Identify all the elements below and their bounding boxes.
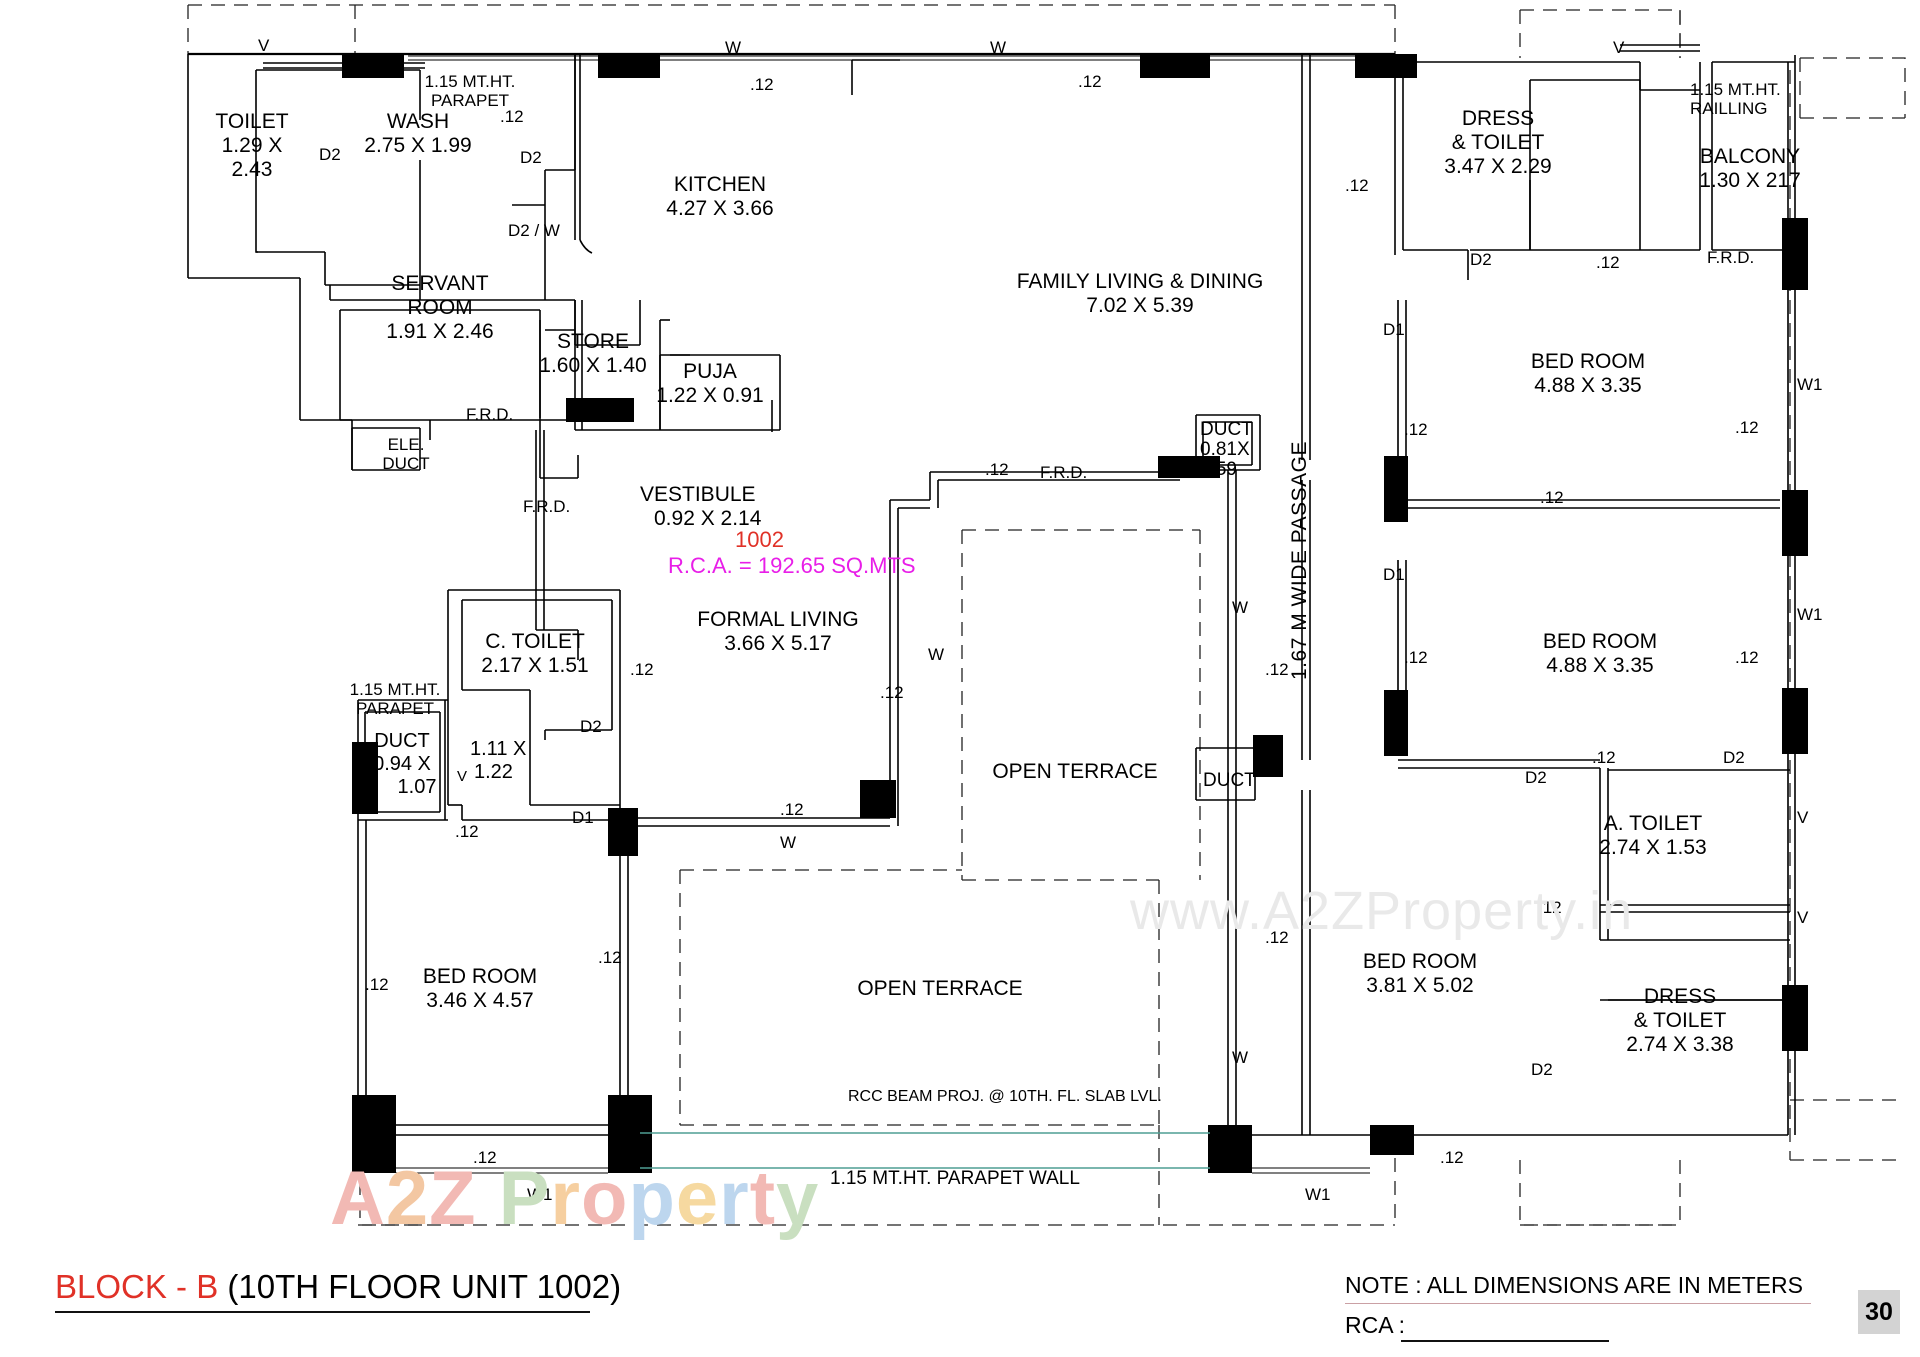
room-label-bedroom-3: BED ROOM 3.81 X 5.02 (1362, 950, 1478, 997)
room-label-bedroom-1: BED ROOM 4.88 X 3.35 (1530, 350, 1646, 397)
watermark-url: www.A2ZProperty.in (1130, 881, 1634, 941)
marker-dim-h: .12 (1540, 488, 1564, 507)
marker-d2-f: D2 (580, 717, 602, 736)
marker-dim-r: .12 (455, 822, 479, 841)
marker-v-d: V (1797, 908, 1809, 927)
marker-d1-c: D1 (1253, 735, 1275, 754)
room-label-store: STORE 1.60 X 1.40 (539, 330, 647, 377)
marker-v-duct: V (457, 768, 468, 785)
marker-frd-d: F.R.D. (523, 497, 571, 516)
marker-d1-a: D1 (1383, 320, 1405, 339)
marker-dim-i: .12 (1404, 648, 1428, 667)
marker-dim-u: .12 (365, 975, 389, 994)
label-wide-passage: 1.67 M WIDE PASSAGE (1288, 440, 1311, 680)
marker-v-toilet: V (258, 36, 270, 55)
page-number-badge: 30 (1858, 1290, 1900, 1334)
room-label-toilet: TOILET 1.29 X 2.43 (215, 110, 289, 181)
room-label-duct-mid: DUCT (1203, 770, 1256, 791)
title-block: BLOCK - B (10TH FLOOR UNIT 1002) (55, 1268, 622, 1305)
marker-d2-c: D2 (1470, 250, 1492, 269)
marker-d2w: D2 / W (508, 221, 560, 240)
marker-dim-l: .12 (1538, 898, 1562, 917)
marker-dim-t: .12 (598, 948, 622, 967)
room-label-a-toilet: A. TOILET 2.74 X 1.53 (1599, 812, 1707, 859)
marker-d2-g: D2 (1525, 768, 1547, 787)
room-label-duct-left: DUCT 0.94 X 1.07 (373, 730, 437, 798)
label-open-terrace-1: OPEN TERRACE (992, 760, 1158, 783)
marker-dim-e: .12 (1596, 253, 1620, 272)
marker-w-c: W (1232, 598, 1249, 617)
marker-d1-d: D1 (572, 808, 594, 827)
marker-v-c: V (1797, 808, 1809, 827)
unit-number-callout: 1002 (735, 527, 784, 552)
room-label-vestibule: VESTIBULE 0.92 X 2.14 (640, 483, 762, 530)
marker-frd-a: F.R.D. (1707, 248, 1755, 267)
marker-dim-s: .12 (780, 800, 804, 819)
note-parapet-top: 1.15 MT.HT. PARAPET (424, 72, 516, 111)
room-label-puja: PUJA 1.22 X 0.91 (656, 360, 764, 407)
marker-w-e: W (928, 645, 945, 664)
marker-w1-c: W1 (527, 1185, 553, 1204)
marker-v-balcony: V (1613, 38, 1625, 57)
marker-w-a: W (725, 38, 742, 57)
note-underline (1345, 1303, 1811, 1304)
marker-w-b: W (990, 38, 1007, 57)
marker-dim-g: .12 (1735, 418, 1759, 437)
marker-dim-n: .12 (1265, 660, 1289, 679)
duct-left-sub-dimension: 1.11 X 1.22 (470, 738, 527, 783)
room-label-ele-duct: ELE. DUCT (382, 435, 430, 474)
title-underline (55, 1311, 590, 1313)
marker-d1-b: D1 (1383, 565, 1405, 584)
room-label-servant-room: SERVANT ROOM 1.91 X 2.46 (386, 272, 494, 343)
room-label-bedroom-2: BED ROOM 4.88 X 3.35 (1542, 630, 1658, 677)
note-parapet-left: 1.15 MT.HT. PARAPET (349, 680, 441, 719)
marker-d2-b: D2 (520, 148, 542, 167)
marker-dim-a: .12 (500, 107, 524, 126)
marker-frd-b: F.R.D. (1040, 463, 1088, 482)
marker-w1-d: W1 (1305, 1185, 1331, 1204)
watermark-brand: A2Z Property (330, 1156, 820, 1241)
room-label-dress-toilet-bottom: DRESS & TOILET 2.74 X 3.38 (1626, 985, 1734, 1056)
marker-dim-w: .12 (1440, 1148, 1464, 1167)
marker-dim-k: .12 (1592, 748, 1616, 767)
marker-dim-m: .12 (1265, 928, 1289, 947)
room-label-wash: WASH 2.75 X 1.99 (364, 110, 472, 157)
marker-d2-a: D2 (319, 145, 341, 164)
marker-dim-d: .12 (1345, 176, 1369, 195)
unit-rca-callout: R.C.A. = 192.65 SQ.MTS (668, 553, 916, 578)
marker-dim-f: .12 (1404, 420, 1428, 439)
marker-dim-q: .12 (630, 660, 654, 679)
marker-w-f: W (780, 833, 797, 852)
marker-dim-o: .12 (880, 683, 904, 702)
room-label-formal-living: FORMAL LIVING 3.66 X 5.17 (697, 608, 859, 655)
marker-d2-d: D2 (1723, 748, 1745, 767)
marker-w-d: W (1232, 1048, 1249, 1067)
room-label-bedroom-4: BED ROOM 3.46 X 4.57 (422, 965, 538, 1012)
marker-d2-e: D2 (1531, 1060, 1553, 1079)
marker-dim-c: .12 (1078, 72, 1102, 91)
rca-blank-line (1401, 1340, 1609, 1342)
room-label-kitchen: KITCHEN 4.27 X 3.66 (666, 173, 774, 220)
note-rcc-beam: RCC BEAM PROJ. @ 10TH. FL. SLAB LVL. (848, 1088, 1162, 1105)
room-label-balcony: BALCONY 1.30 X 217 (1699, 145, 1801, 192)
marker-w1-a: W1 (1797, 375, 1823, 394)
marker-dim-j: .12 (1735, 648, 1759, 667)
rca-field-label: RCA : (1345, 1312, 1406, 1338)
marker-dim-p: .12 (985, 460, 1009, 479)
marker-dim-b: .12 (750, 75, 774, 94)
label-open-terrace-2: OPEN TERRACE (857, 977, 1023, 1000)
note-dimensions: NOTE : ALL DIMENSIONS ARE IN METERS (1345, 1272, 1803, 1298)
room-label-c-toilet: C. TOILET 2.17 X 1.51 (481, 630, 589, 677)
note-parapet-wall: 1.15 MT.HT. PARAPET WALL (830, 1168, 1080, 1189)
note-railling: 1.15 MT.HT. RAILLING (1690, 80, 1781, 119)
marker-w1-b: W1 (1797, 605, 1823, 624)
room-label-dress-toilet-top: DRESS & TOILET 3.47 X 2.29 (1444, 107, 1552, 178)
room-label-duct-top: DUCT 0.81X 0.59 (1200, 419, 1253, 480)
marker-dim-v: .12 (473, 1148, 497, 1167)
room-label-family-living: FAMILY LIVING & DINING 7.02 X 5.39 (1016, 270, 1264, 317)
marker-frd-c: F.R.D. (466, 405, 514, 424)
